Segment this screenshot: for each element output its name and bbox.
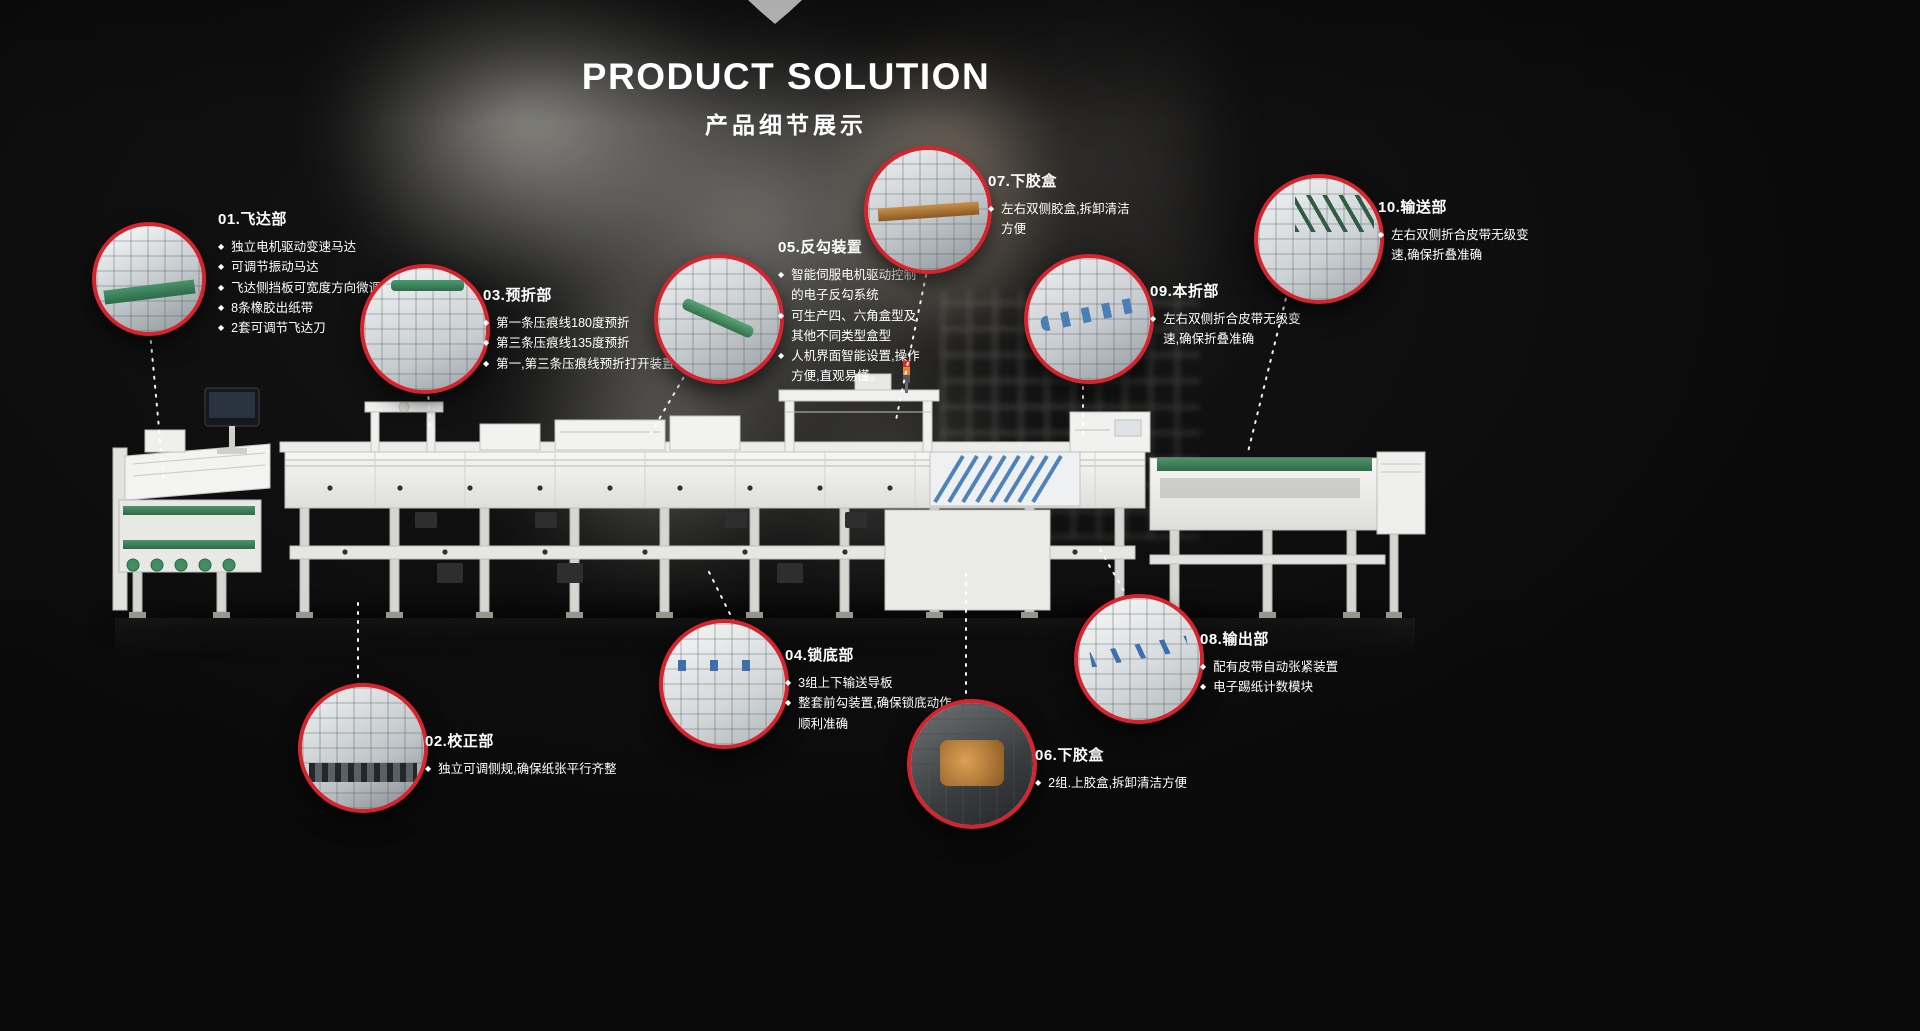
callout-08-bullet: ◆配有皮带自动张紧装置 xyxy=(1200,657,1415,677)
diamond-bullet-icon: ◆ xyxy=(778,310,785,320)
callout-04-title: 04.锁底部 xyxy=(785,647,854,664)
diamond-bullet-icon: ◆ xyxy=(218,302,225,312)
diamond-bullet-icon: ◆ xyxy=(1035,778,1042,787)
machine-knobs xyxy=(327,485,1078,555)
callout-06-title: 06.下胶盒 xyxy=(1035,747,1104,764)
glue-box-closeup-photo xyxy=(868,150,988,270)
top-decoration-chevron xyxy=(748,0,802,24)
lock-bottom-closeup-photo xyxy=(663,623,785,745)
gluing-belt-section xyxy=(929,451,1081,507)
back-hook-closeup-photo xyxy=(658,258,780,380)
callout-01-text: 01.飞达部 ◆独立电机驱动变速马达 ◆可调节振动马达 ◆飞达侧挡板可宽度方向微… xyxy=(218,208,403,338)
callout-05-title: 05.反勾装置 xyxy=(778,239,863,256)
callout-01-title: 01.飞达部 xyxy=(218,211,287,228)
callout-03-photo-circle xyxy=(360,264,490,394)
callout-10-text: 10.输送部 ◆左右双侧折合皮带无级变速,确保折叠准确 xyxy=(1378,196,1538,266)
callout-03-bullet: ◆第三条压痕线135度预折 xyxy=(483,333,688,353)
diamond-bullet-icon: ◆ xyxy=(425,764,432,773)
alignment-closeup-photo xyxy=(302,687,424,809)
feeder-closeup-photo xyxy=(96,226,202,332)
callout-08-bullet: ◆电子踢纸计数模块 xyxy=(1200,677,1415,697)
callout-07-bullet: ◆左右双侧胶盒,拆卸清洁方便 xyxy=(988,199,1138,240)
callout-01-bullet: ◆2套可调节飞达刀 xyxy=(218,318,403,338)
top-fixtures xyxy=(479,415,741,451)
prefold-closeup-photo xyxy=(364,268,486,390)
callout-10-title: 10.输送部 xyxy=(1378,199,1447,216)
callout-01-bullet: ◆可调节振动马达 xyxy=(218,257,403,277)
callout-01-photo-circle xyxy=(92,222,206,336)
diamond-bullet-icon: ◆ xyxy=(218,323,225,332)
callout-05-text: 05.反勾装置 ◆智能伺服电机驱动控制的电子反勾系统 ◆可生产四、六角盒型及其他… xyxy=(778,236,928,387)
prefold-gantry xyxy=(364,401,444,453)
machine-lower-cabinet xyxy=(884,509,1051,611)
machine-motor-boxes xyxy=(415,512,867,583)
callout-05-photo-circle xyxy=(654,254,784,384)
main-fold-closeup-photo xyxy=(1028,258,1150,380)
callout-02-title: 02.校正部 xyxy=(425,733,494,750)
feeder-section xyxy=(112,429,271,611)
section-subtitle: 产品细节展示 xyxy=(704,112,867,138)
diamond-bullet-icon: ◆ xyxy=(1200,682,1207,692)
diamond-bullet-icon: ◆ xyxy=(785,698,792,708)
diamond-bullet-icon: ◆ xyxy=(1150,314,1157,323)
callout-07-text: 07.下胶盒 ◆左右双侧胶盒,拆卸清洁方便 xyxy=(988,170,1138,240)
callout-03-bullet: ◆第一条压痕线180度预折 xyxy=(483,313,688,333)
section-header: PRODUCT SOLUTION 产品细节展示 xyxy=(582,56,990,140)
diamond-bullet-icon: ◆ xyxy=(1200,662,1207,671)
delivery-section xyxy=(1149,451,1426,535)
callout-03-text: 03.预折部 ◆第一条压痕线180度预折 ◆第三条压痕线135度预折 ◆第一,第… xyxy=(483,284,688,374)
callout-09-title: 09.本折部 xyxy=(1150,283,1219,300)
diamond-bullet-icon: ◆ xyxy=(218,282,225,292)
callout-08-title: 08.输出部 xyxy=(1200,631,1269,648)
conveying-closeup-photo xyxy=(1258,178,1380,300)
callout-05-bullet: ◆可生产四、六角盒型及其他不同类型盒型 xyxy=(778,306,928,347)
callout-09-text: 09.本折部 ◆左右双侧折合皮带无级变速,确保折叠准确 xyxy=(1150,280,1310,350)
callout-04-photo-circle xyxy=(659,619,789,749)
callout-08-text: 08.输出部 ◆配有皮带自动张紧装置 ◆电子踢纸计数模块 xyxy=(1200,628,1415,698)
callout-02-photo-circle xyxy=(298,683,428,813)
callout-01-bullet: ◆8条橡胶出纸带 xyxy=(218,298,403,318)
operator-monitor xyxy=(204,387,260,454)
callout-02-text: 02.校正部 ◆独立可调侧规,确保纸张平行齐整 xyxy=(425,730,670,779)
callout-06-bullet: ◆2组.上胶盒,拆卸清洁方便 xyxy=(1035,773,1285,793)
diamond-bullet-icon: ◆ xyxy=(483,318,490,327)
callout-03-title: 03.预折部 xyxy=(483,287,552,304)
callout-07-title: 07.下胶盒 xyxy=(988,173,1057,190)
section-title: PRODUCT SOLUTION xyxy=(581,56,991,97)
diamond-bullet-icon: ◆ xyxy=(1378,230,1385,239)
callout-01-bullet: ◆飞达侧挡板可宽度方向微调 xyxy=(218,278,403,298)
output-closeup-photo xyxy=(1078,598,1200,720)
diamond-bullet-icon: ◆ xyxy=(218,262,225,272)
callout-01-bullet: ◆独立电机驱动变速马达 xyxy=(218,237,403,257)
callout-10-bullet: ◆左右双侧折合皮带无级变速,确保折叠准确 xyxy=(1378,225,1538,266)
main-gantry xyxy=(778,373,940,453)
callout-05-bullet: ◆人机界面智能设置,操作方便,直观易懂。 xyxy=(778,346,928,387)
callout-07-photo-circle xyxy=(864,146,992,274)
diamond-bullet-icon: ◆ xyxy=(778,351,785,360)
callout-09-bullet: ◆左右双侧折合皮带无级变速,确保折叠准确 xyxy=(1150,309,1310,350)
callout-09-photo-circle xyxy=(1024,254,1154,384)
callout-08-photo-circle xyxy=(1074,594,1204,724)
callout-02-bullet: ◆独立可调侧规,确保纸张平行齐整 xyxy=(425,759,670,779)
diamond-bullet-icon: ◆ xyxy=(778,270,785,279)
lower-glue-box-closeup-photo xyxy=(911,703,1033,825)
diamond-bullet-icon: ◆ xyxy=(483,358,490,368)
diamond-bullet-icon: ◆ xyxy=(785,678,792,687)
delivery-cross-beam xyxy=(1149,554,1386,565)
press-unit xyxy=(1069,411,1151,453)
callout-06-photo-circle xyxy=(907,699,1037,829)
diamond-bullet-icon: ◆ xyxy=(988,204,995,213)
diamond-bullet-icon: ◆ xyxy=(218,242,225,251)
callout-04-bullet: ◆3组上下输送导板 xyxy=(785,673,955,693)
callout-06-text: 06.下胶盒 ◆2组.上胶盒,拆卸清洁方便 xyxy=(1035,744,1285,793)
diamond-bullet-icon: ◆ xyxy=(483,338,490,348)
callout-05-bullet: ◆智能伺服电机驱动控制的电子反勾系统 xyxy=(778,265,928,306)
callout-03-bullet: ◆第一,第三条压痕线预折打开装置 xyxy=(483,354,688,374)
callout-10-photo-circle xyxy=(1254,174,1384,304)
